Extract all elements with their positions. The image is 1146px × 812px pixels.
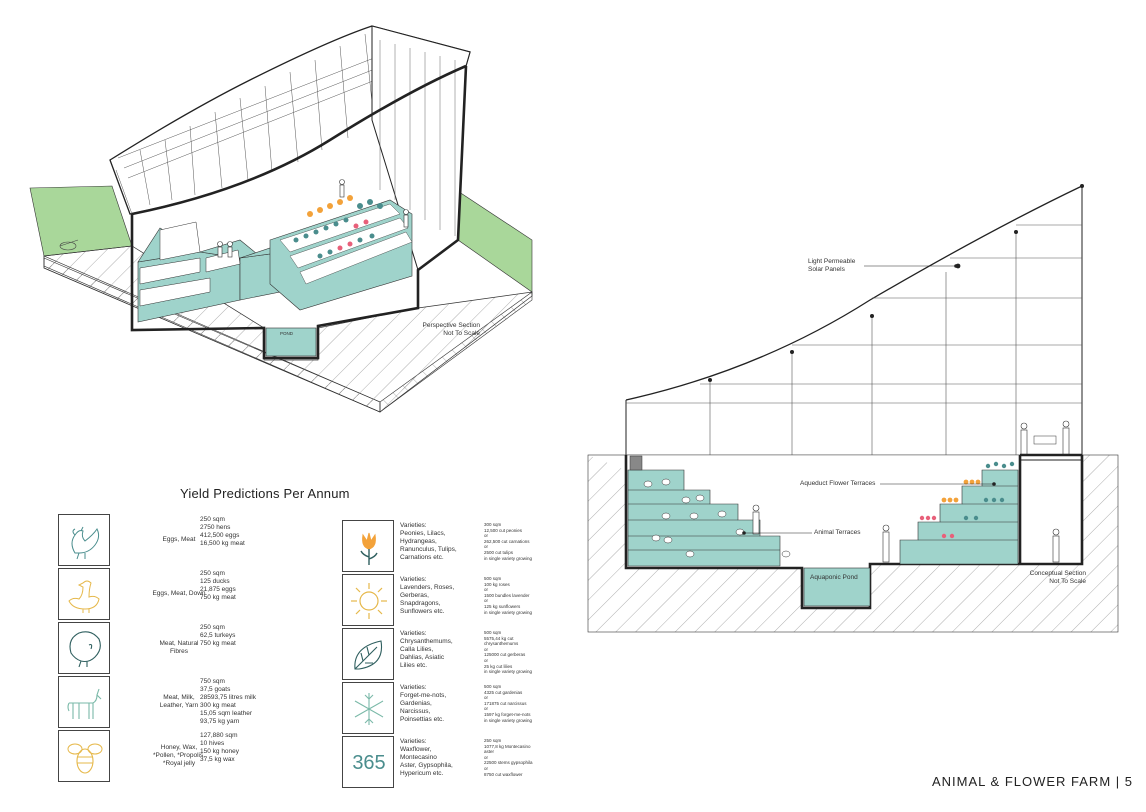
winter-varieties: Varieties: Forget-me-nots, Gardenias, Na… — [400, 684, 447, 723]
conceptual-section-label: Conceptual Section Not To Scale — [1029, 570, 1086, 585]
flowers-section — [919, 461, 1015, 539]
ground-hatch-right — [588, 455, 1118, 632]
summer-stats: 500 sqm 100 kg roses or 1500 bundles lav… — [484, 576, 533, 615]
animal-terrace-lines — [628, 489, 780, 551]
animal-yield-table: Eggs, Meat 250 sqm 2750 hens 412,500 egg… — [58, 514, 328, 784]
bees-product-label: Honey, Wax, *Pollen, *Propolis, *Royal j… — [152, 744, 206, 767]
section-cut-right — [624, 455, 1084, 610]
people-section — [752, 420, 1070, 563]
bees-stats: 127,880 sqm 10 hives 150 kg honey 37,5 k… — [200, 732, 240, 763]
aquaponic-pond — [803, 567, 871, 607]
yield-row-hens: Eggs, Meat 250 sqm 2750 hens 412,500 egg… — [58, 514, 328, 566]
sun-icon — [342, 574, 394, 626]
section-cut — [130, 65, 468, 360]
perspective-section-label: Perspective Section Not To Scale — [422, 322, 480, 337]
summer-varieties: Varieties: Lavenders, Roses, Gerberas, S… — [400, 576, 455, 615]
flower-yield-table: Varieties: Peonies, Lilacs, Hydrangeas, … — [342, 520, 552, 790]
bee-icon — [58, 730, 110, 782]
tulip-icon — [342, 520, 394, 572]
flower-row-autumn: Varieties: Chrysanthemums, Calla Lilies,… — [342, 628, 552, 680]
autumn-varieties: Varieties: Chrysanthemums, Calla Lilies,… — [400, 630, 453, 669]
panel-nodes — [708, 184, 1084, 382]
grass-left — [29, 185, 133, 257]
people-perspective — [217, 179, 409, 258]
hens-stats: 250 sqm 2750 hens 412,500 eggs 16,500 kg… — [200, 516, 245, 547]
roof-curve-section — [625, 185, 1083, 401]
flower-row-all-year: 365 Varieties: Waxflower, Montecasino As… — [342, 736, 552, 788]
leader-lines — [742, 264, 996, 535]
turkeys-stats: 250 sqm 62,5 turkeys 750 kg meat — [200, 624, 236, 647]
ducks-stats: 250 sqm 125 ducks 21,875 eggs 750 kg mea… — [200, 570, 236, 601]
terrace-steps — [139, 221, 241, 307]
yield-row-turkeys: Meat, Natural Fibres 250 sqm 62,5 turkey… — [58, 622, 328, 674]
flower-row-summer: Varieties: Lavenders, Roses, Gerberas, S… — [342, 574, 552, 626]
turkeys-product-label: Meat, Natural Fibres — [159, 640, 199, 655]
turkey-icon — [58, 622, 110, 674]
flowers-perspective — [293, 195, 383, 259]
yield-row-ducks: Eggs, Meat, Down 250 sqm 125 ducks 21,87… — [58, 568, 328, 620]
goat-icon — [58, 676, 110, 728]
365-icon: 365 — [342, 736, 394, 788]
goats-stats: 750 sqm 37,5 goats 28593,75 litres milk … — [200, 678, 256, 725]
upper-bench — [1033, 435, 1057, 445]
ducks-product-label: Eggs, Meat, Down — [152, 590, 206, 597]
hen-house — [629, 455, 643, 471]
winter-stats: 500 sqm 4325 cut gardenias or 171875 cut… — [484, 684, 533, 723]
goose-icon — [58, 568, 110, 620]
leaf-icon — [342, 628, 394, 680]
facade-grid — [626, 224, 1082, 456]
hens-product-label: Eggs, Meat — [162, 536, 196, 543]
chickens — [643, 478, 791, 558]
flower-terraces — [899, 469, 1019, 565]
solar-panels-label: Light Permeable Solar Panels — [808, 258, 856, 273]
north-arrow-icon — [59, 239, 79, 251]
spring-varieties: Varieties: Peonies, Lilacs, Hydrangeas, … — [400, 522, 457, 561]
365-icon-text: 365 — [352, 751, 386, 774]
pond-tag-label: POND — [280, 331, 294, 336]
aqueduct-terraces-label: Aqueduct Flower Terraces — [800, 480, 876, 487]
flower-terraces-perspective — [269, 195, 413, 311]
back-wall-grid — [379, 40, 456, 236]
yield-title: Yield Predictions Per Annum — [180, 486, 350, 501]
perspective-section — [29, 25, 533, 420]
flower-row-winter: Varieties: Forget-me-nots, Gardenias, Na… — [342, 682, 552, 734]
roof-underside — [131, 64, 467, 216]
animal-terraces-label: Animal Terraces — [814, 529, 861, 536]
aquaponic-pond-label: Aquaponic Pond — [810, 574, 858, 581]
all-year-stats: 250 sqm 1077,8 kg Montecasino aster or 2… — [484, 738, 533, 777]
snowflake-icon — [342, 682, 394, 734]
page-footer: ANIMAL & FLOWER FARM | 5 — [932, 774, 1133, 789]
yield-row-goats: Meat, Milk, Leather, Yarn 750 sqm 37,5 g… — [58, 676, 328, 728]
yield-row-bees: Honey, Wax, *Pollen, *Propolis, *Royal j… — [58, 730, 328, 782]
pond — [265, 327, 317, 357]
spring-stats: 300 sqm 12,500 cut peonies or 262,500 cu… — [484, 522, 533, 561]
flower-row-spring: Varieties: Peonies, Lilacs, Hydrangeas, … — [342, 520, 552, 572]
goats-product-label: Meat, Milk, Leather, Yarn — [159, 694, 199, 709]
conceptual-section — [587, 184, 1119, 633]
all-year-varieties: Varieties: Waxflower, Montecasino Aster,… — [400, 738, 453, 777]
rooster-icon — [58, 514, 110, 566]
autumn-stats: 500 sqm 5575,44 kg cut chrysanthemums or… — [484, 630, 533, 675]
flower-terrace-lines — [918, 485, 1018, 541]
